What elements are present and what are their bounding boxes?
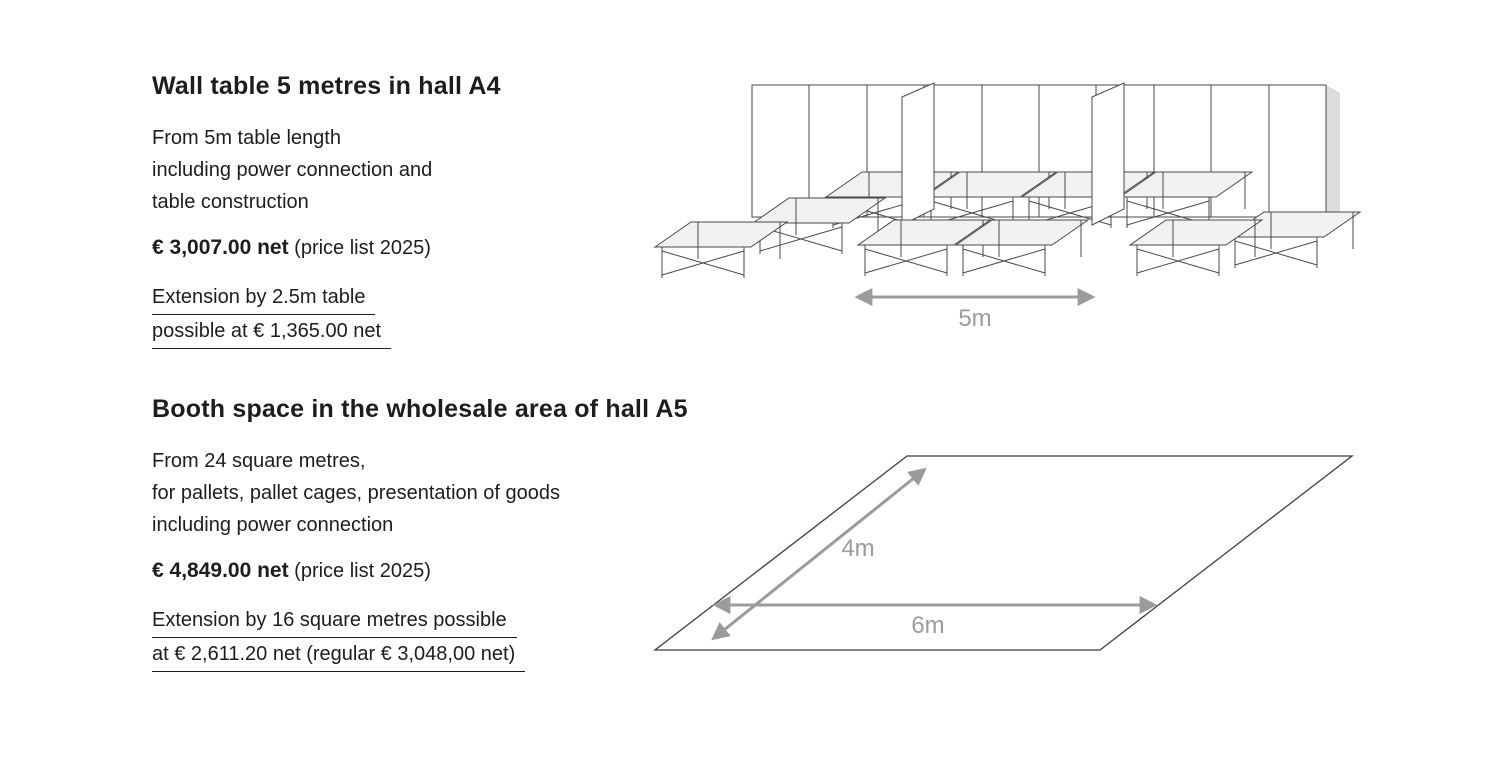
extension-row: Extension by 16 square metres possible: [152, 607, 762, 641]
extension-line: possible at € 1,365.00 net: [152, 318, 392, 349]
description-line: including power connection: [152, 514, 394, 536]
dimension-label-4m: 4m: [841, 535, 874, 562]
dimension-label-5m: 5m: [958, 305, 991, 332]
description-line: From 5m table length: [152, 127, 341, 149]
dimension-5m: 5m: [854, 288, 1096, 332]
description-line: table construction: [152, 191, 309, 213]
extension-line: at € 2,611.20 net (regular € 3,048,00 ne…: [152, 641, 526, 672]
booth-floor-outline: [653, 455, 1354, 651]
booth-space-diagram: 4m 6m: [653, 455, 1354, 651]
wall-table-extension: Extension by 2.5m table possible at € 1,…: [152, 284, 762, 352]
section-booth-space: Booth space in the wholesale area of hal…: [152, 393, 762, 675]
wall-shadow: [1326, 85, 1340, 227]
extension-line: Extension by 2.5m table: [152, 284, 376, 315]
extension-line: Extension by 16 square metres possible: [152, 607, 517, 638]
price-note: (price list 2025): [294, 237, 431, 259]
divider-panels: [901, 82, 1125, 226]
wall-table-price-line: € 3,007.00 net (price list 2025): [152, 234, 762, 262]
price: € 4,849.00 net: [152, 559, 289, 582]
price: € 3,007.00 net: [152, 236, 289, 259]
description-line: From 24 square metres,: [152, 450, 366, 472]
divider-panel: [901, 82, 935, 226]
section-heading-wall-table: Wall table 5 metres in hall A4: [152, 72, 501, 100]
wall-table-description: From 5m table length including power con…: [152, 122, 762, 218]
extension-row: at € 2,611.20 net (regular € 3,048,00 ne…: [152, 641, 762, 675]
description-line: for pallets, pallet cages, presentation …: [152, 482, 561, 504]
divider-panel: [1091, 82, 1125, 226]
extension-row: Extension by 2.5m table: [152, 284, 762, 318]
table: [654, 221, 788, 279]
dimension-label-6m: 6m: [911, 612, 944, 639]
section-heading-booth-space: Booth space in the wholesale area of hal…: [152, 395, 688, 423]
wall-table-diagram: 5m: [654, 82, 1361, 332]
booth-space-description: From 24 square metres, for pallets, pall…: [152, 445, 762, 541]
booth-space-extension: Extension by 16 square metres possible a…: [152, 607, 762, 675]
description-line: including power connection and: [152, 159, 433, 181]
table: [1129, 219, 1263, 277]
price-note: (price list 2025): [294, 560, 431, 582]
section-wall-table: Wall table 5 metres in hall A4 From 5m t…: [152, 70, 762, 352]
booth-space-price-line: € 4,849.00 net (price list 2025): [152, 557, 762, 585]
extension-row: possible at € 1,365.00 net: [152, 318, 762, 352]
